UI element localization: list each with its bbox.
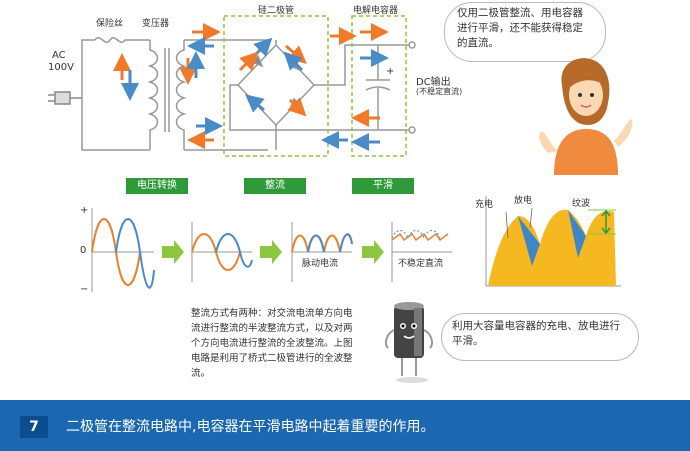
pulsating-wave-blue [307, 233, 353, 253]
ripple-arrow [601, 209, 611, 235]
footer-number-badge: 7 [20, 416, 48, 438]
ripple-label: 纹波 [572, 199, 591, 209]
capacitor-plus-sign: + [386, 66, 395, 77]
unstable-dc-dashed [391, 230, 441, 240]
transformer-icon [147, 39, 268, 151]
axis-plus-label: + [80, 205, 89, 216]
fuse-icon [94, 37, 130, 43]
transformer-label: 变压器 [142, 19, 170, 29]
rectifier-zone [223, 15, 329, 157]
dc-output-sub-label: (不稳定直流) [416, 87, 463, 96]
charge-discharge-chart [485, 196, 621, 287]
footer-banner: 7 二极管在整流电路中,电容器在平滑电路中起着重要的作用。 [0, 400, 690, 451]
speech-bubble-bottom: 利用大容量电容器的充电、放电进行平滑。 [441, 313, 639, 361]
unstable-dc-label: 不稳定直流 [398, 259, 444, 269]
charge-fill [488, 209, 616, 286]
speech-top-text: 仅用二极管整流、用电容器进行平滑，还不能获得稳定的直流。 [457, 7, 583, 49]
footer-text: 二极管在整流电路中,电容器在平滑电路中起着重要的作用。 [66, 419, 435, 435]
waveform-panel [91, 208, 452, 292]
axis-zero-label: 0 [80, 245, 87, 256]
stage-smoothing: 平滑 [352, 178, 414, 194]
ac-label: AC [52, 50, 66, 61]
unstable-dc-wave [391, 232, 449, 242]
diode-label: 硅二极管 [258, 6, 295, 16]
charge-pointer [505, 211, 509, 239]
reduced-wave-blue [215, 233, 253, 268]
ac-plug-icon [48, 91, 82, 105]
discharge-label: 放电 [514, 196, 533, 206]
fuse-label: 保险丝 [96, 19, 124, 29]
ac-wave-blue [115, 218, 155, 289]
capacitor-label: 电解电容器 [353, 6, 399, 16]
voltage-label: 100V [48, 62, 74, 73]
smoothing-zone [351, 15, 407, 157]
capacitor-character-illustration [385, 302, 433, 383]
pulsating-current-label: 脉动电流 [302, 259, 339, 269]
current-flow-arrows [113, 23, 389, 151]
discharge-fill [518, 210, 586, 266]
stage-voltage-conversion: 电压转换 [126, 178, 188, 194]
circuit-diagram [48, 15, 416, 157]
dc-output-label: DC输出 [416, 77, 451, 88]
discharge-pointer [529, 207, 533, 229]
speech-bubble-top: 仅用二极管整流、用电容器进行平滑，还不能获得稳定的直流。 [444, 2, 606, 62]
axis-minus-label: − [80, 284, 89, 295]
woman-character-illustration [539, 58, 633, 175]
charge-label: 充电 [475, 200, 494, 210]
flow-arrow-icon [162, 240, 384, 264]
capacitor-icon [365, 41, 416, 134]
speech-bottom-text: 利用大容量电容器的充电、放电进行平滑。 [452, 320, 620, 347]
rectification-note: 整流方式有两种：对交流电流单方向电流进行整流的半波整流方式，以及对两个方向电流进… [191, 308, 353, 379]
stage-rectification: 整流 [244, 178, 306, 194]
